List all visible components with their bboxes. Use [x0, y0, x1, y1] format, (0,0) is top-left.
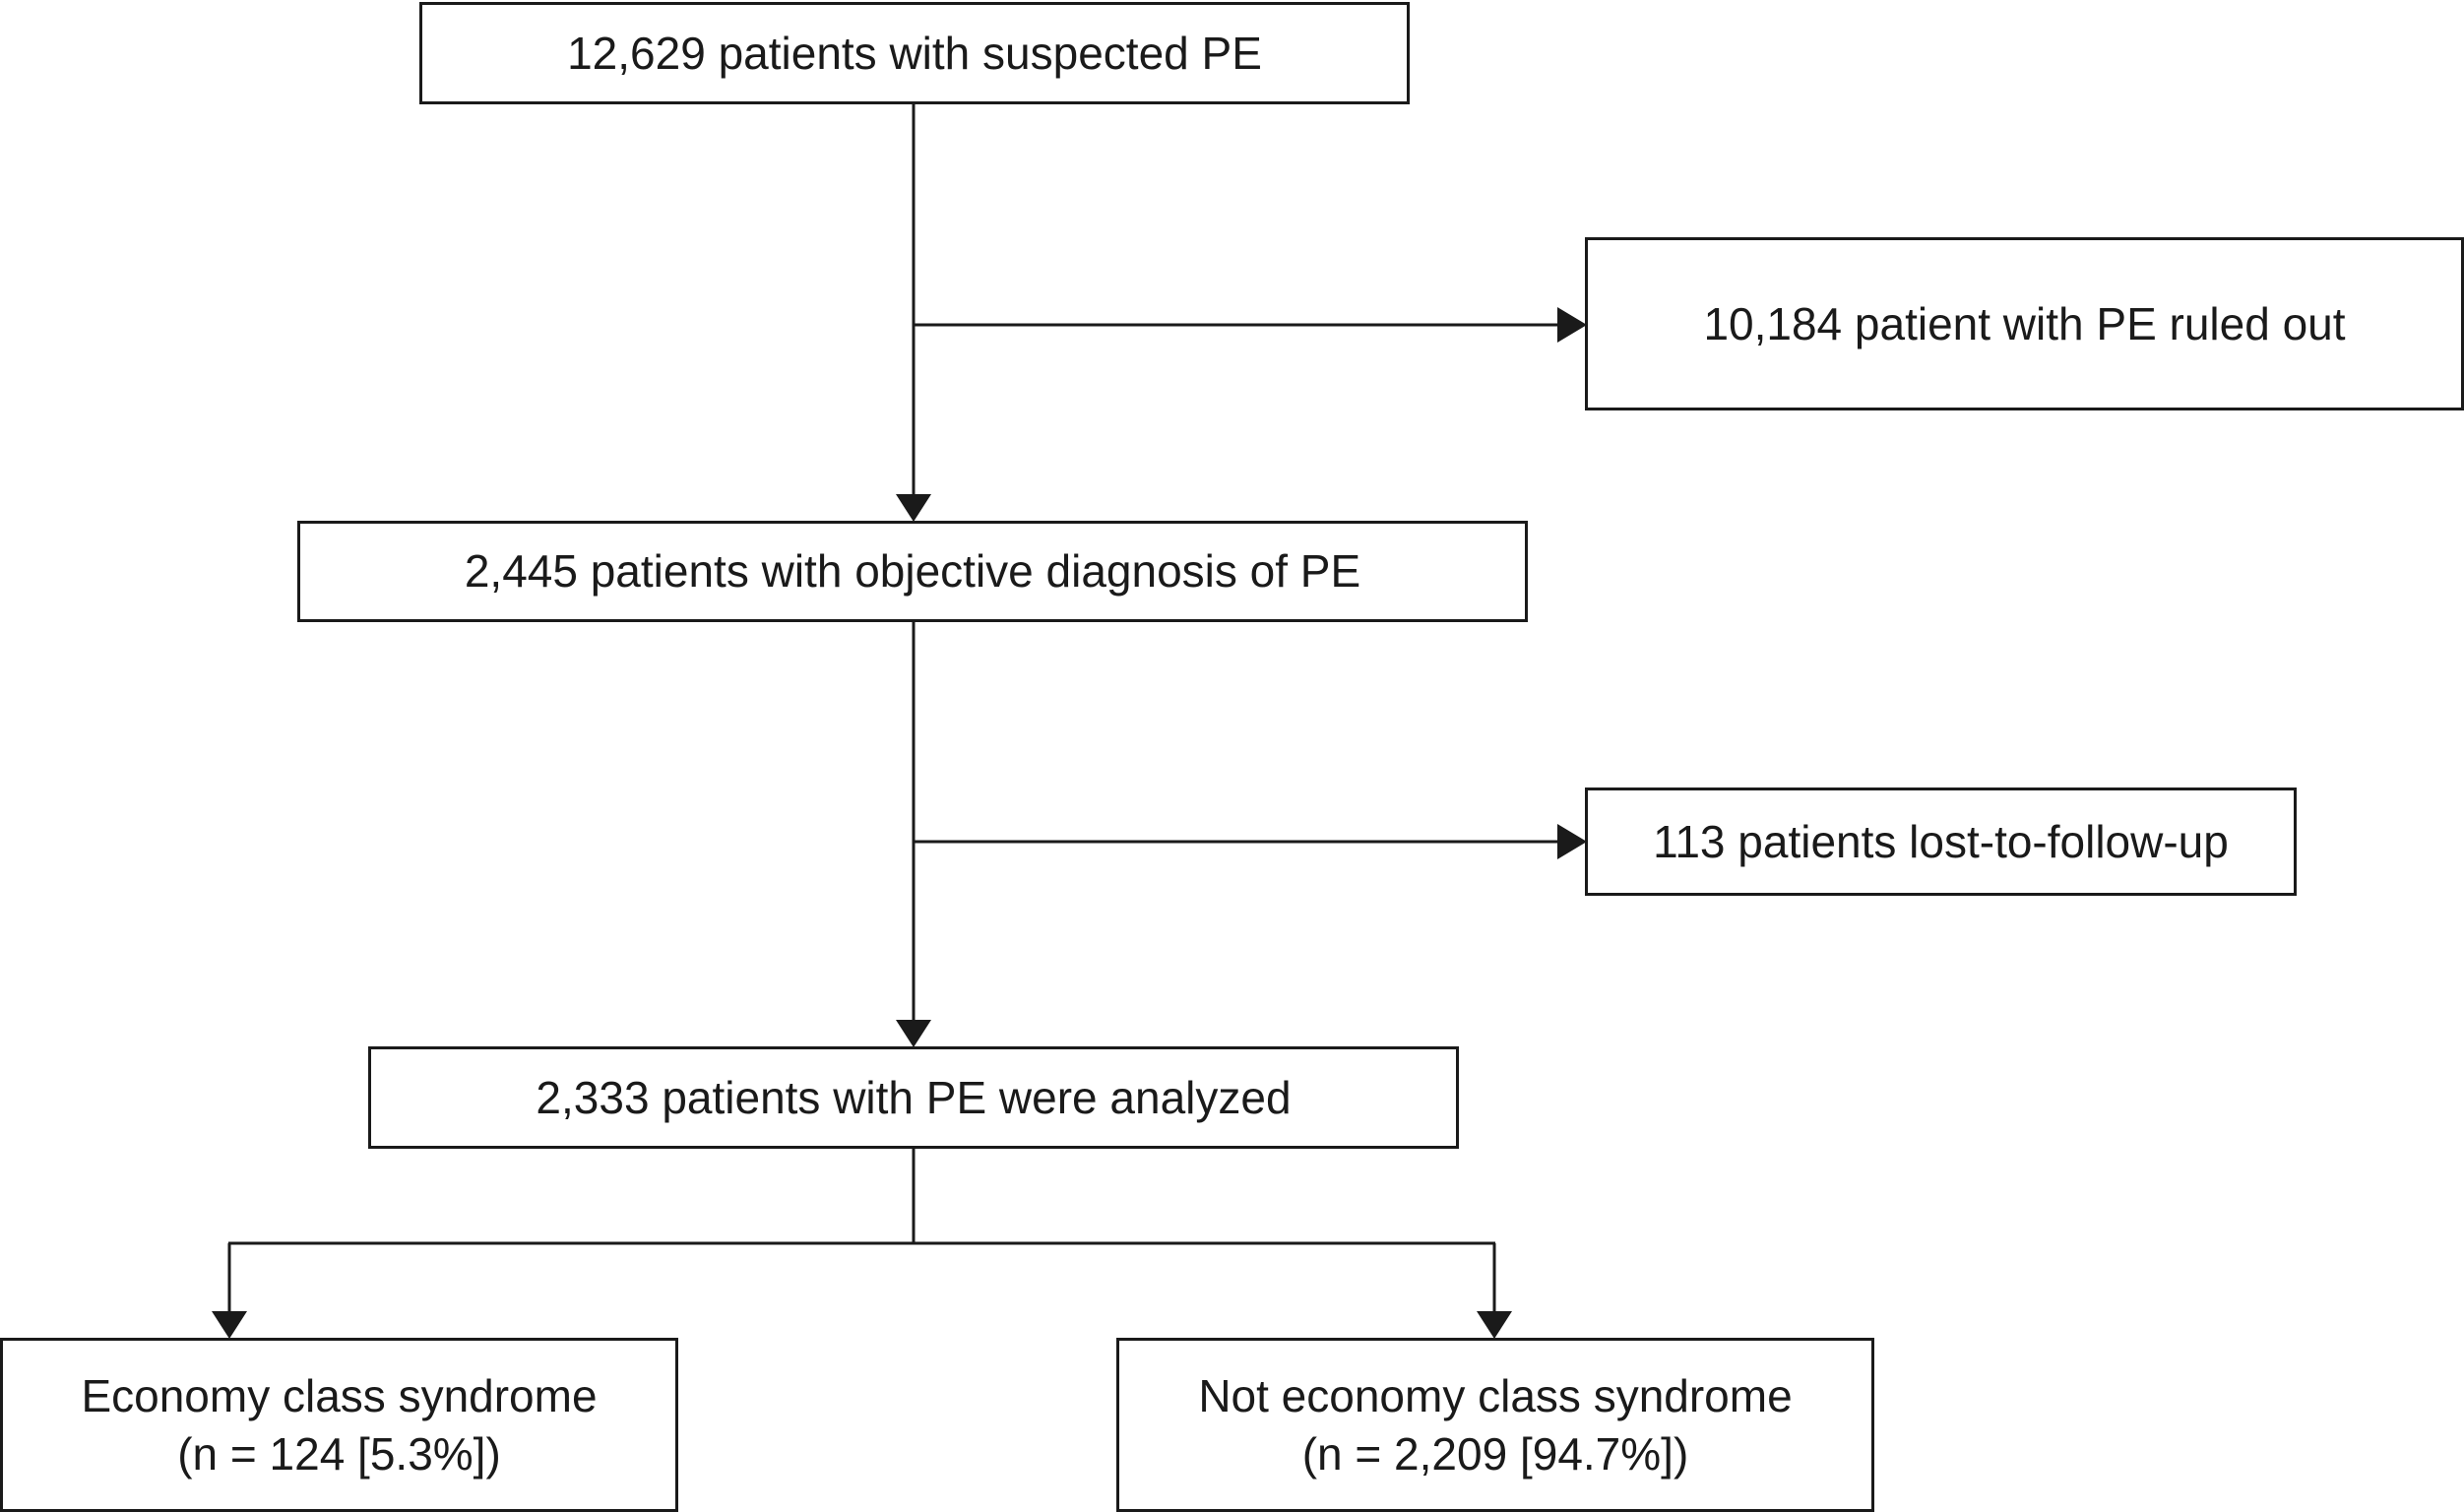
lost-to-follow-up-text: 113 patients lost-to-follow-up: [1653, 815, 2229, 867]
economy-class-box: Economy class syndrome (n = 124 [5.3%]): [0, 1338, 678, 1512]
analyzed-box: 2,333 patients with PE were analyzed: [368, 1046, 1459, 1149]
not-economy-class-count: (n = 2,209 [94.7%]): [1301, 1427, 1689, 1480]
objective-diagnosis-box: 2,445 patients with objective diagnosis …: [297, 521, 1528, 622]
objective-diagnosis-text: 2,445 patients with objective diagnosis …: [464, 545, 1361, 598]
suspected-pe-box: 12,629 patients with suspected PE: [419, 2, 1410, 104]
economy-class-count: (n = 124 [5.3%]): [177, 1427, 501, 1480]
arrowhead-to-ruled-out: [1557, 307, 1587, 343]
not-economy-class-label: Not economy class syndrome: [1198, 1369, 1793, 1421]
arrowhead-to-lost-to-follow-up: [1557, 824, 1587, 859]
suspected-pe-text: 12,629 patients with suspected PE: [567, 27, 1262, 79]
analyzed-text: 2,333 patients with PE were analyzed: [536, 1071, 1292, 1123]
arrowhead-to-diagnosis: [896, 494, 931, 522]
economy-class-label: Economy class syndrome: [81, 1369, 598, 1421]
lost-to-follow-up-box: 113 patients lost-to-follow-up: [1585, 788, 2297, 896]
ruled-out-box: 10,184 patient with PE ruled out: [1585, 237, 2464, 410]
not-economy-class-box: Not economy class syndrome (n = 2,209 [9…: [1116, 1338, 1874, 1512]
arrowhead-to-analyzed: [896, 1020, 931, 1047]
arrowhead-to-economy-class: [212, 1311, 247, 1339]
ruled-out-text: 10,184 patient with PE ruled out: [1703, 297, 2346, 349]
arrowhead-to-not-economy-class: [1477, 1311, 1512, 1339]
